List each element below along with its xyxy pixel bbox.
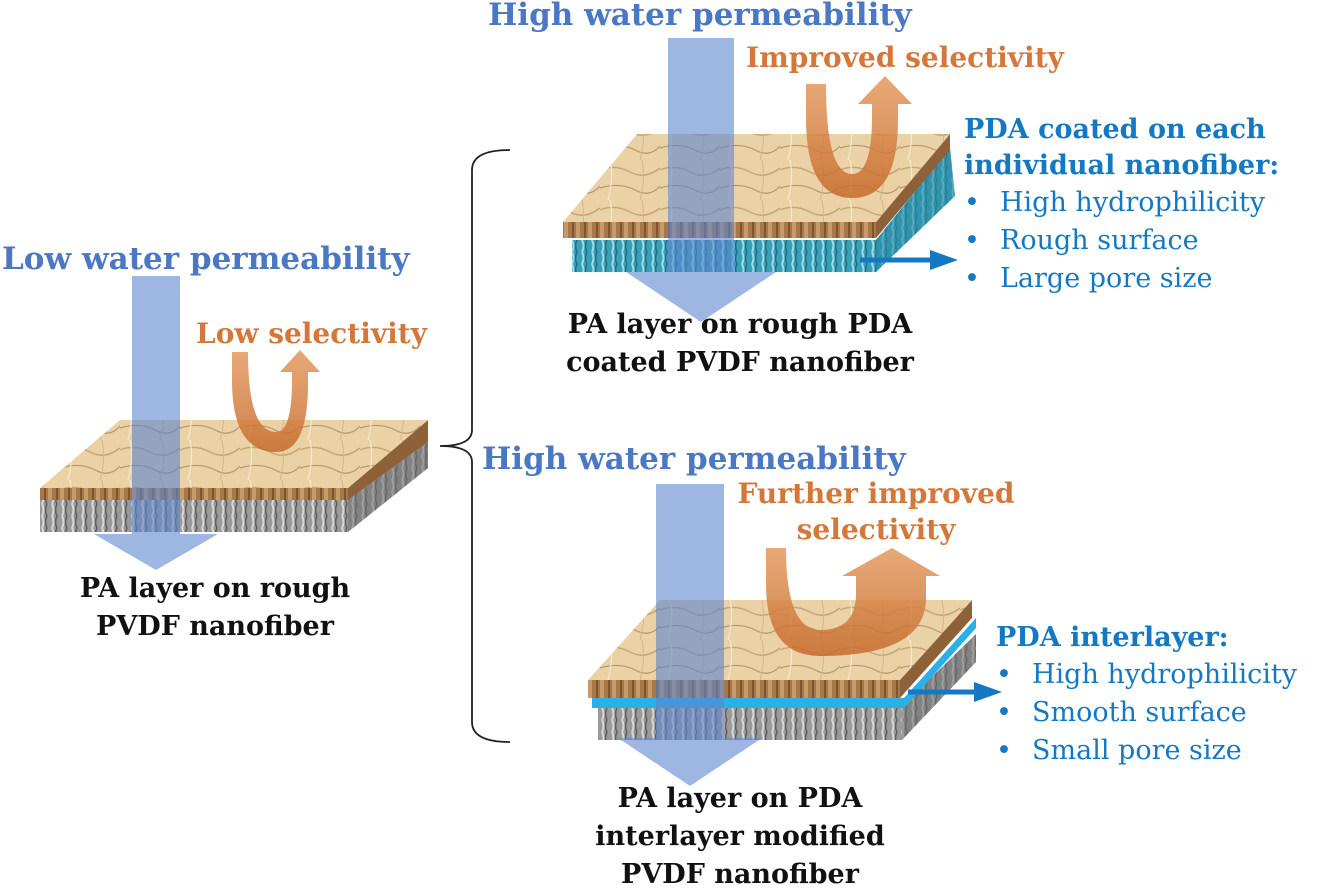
- caption-line: PA layer on rough: [79, 573, 351, 604]
- feature-item: • High hydrophilicity: [996, 656, 1297, 694]
- selectivity-line: Further improved: [737, 477, 1015, 510]
- top-right-features: PDA coated on each individual nanofiber:…: [964, 112, 1279, 298]
- pda-interlayer: [592, 618, 976, 708]
- grouping-brace: [439, 149, 511, 743]
- feature-text: Smooth surface: [1032, 697, 1247, 728]
- bottom-right-features: PDA interlayer: • High hydrophilicity • Sm…: [996, 620, 1297, 770]
- features-title: PDA interlayer:: [996, 622, 1229, 653]
- feature-text: Large pore size: [1000, 263, 1213, 294]
- left-caption: PA layer on rough PVDF nanofiber: [40, 570, 390, 646]
- left-permeability-label: Low water permeability: [2, 241, 410, 277]
- feature-item: • Rough surface: [964, 222, 1279, 260]
- bullet-icon: •: [964, 187, 980, 218]
- feature-item: • Small pore size: [996, 732, 1297, 770]
- left-membrane: [40, 420, 428, 532]
- left-selectivity-arrow: [232, 350, 320, 452]
- bullet-icon: •: [996, 735, 1012, 766]
- bottom-right-feature-pointer: [908, 682, 1002, 702]
- caption-line: PVDF nanofiber: [621, 859, 859, 890]
- bullet-icon: •: [964, 263, 980, 294]
- bullet-icon: •: [996, 697, 1012, 728]
- bottom-right-permeability-label: High water permeability: [482, 441, 906, 477]
- feature-text: High hydrophilicity: [1000, 187, 1265, 218]
- features-title-line: individual nanofiber:: [964, 150, 1280, 181]
- feature-item: • Large pore size: [964, 260, 1279, 298]
- feature-text: High hydrophilicity: [1032, 659, 1297, 690]
- feature-item: • Smooth surface: [996, 694, 1297, 732]
- bottom-right-selectivity-arrow: [766, 548, 940, 656]
- top-right-selectivity-arrow: [806, 76, 912, 198]
- selectivity-line: selectivity: [796, 513, 956, 546]
- feature-text: Small pore size: [1032, 735, 1242, 766]
- pda-coated-nanofiber-layer: [572, 148, 955, 272]
- bullet-icon: •: [964, 225, 980, 256]
- caption-line: PVDF nanofiber: [96, 611, 334, 642]
- top-right-selectivity-label: Improved selectivity: [746, 41, 1064, 74]
- caption-line: interlayer modified: [595, 821, 885, 852]
- top-right-permeability-label: High water permeability: [488, 0, 912, 33]
- left-water-arrow: [94, 276, 218, 570]
- left-selectivity-label: Low selectivity: [196, 317, 427, 350]
- bottom-right-caption: PA layer on PDA interlayer modified PVDF…: [540, 780, 940, 894]
- caption-line: PA layer on rough PDA: [567, 309, 913, 340]
- top-right-water-arrow: [626, 38, 776, 322]
- caption-line: PA layer on PDA: [617, 783, 863, 814]
- feature-item: • High hydrophilicity: [964, 184, 1279, 222]
- top-right-caption: PA layer on rough PDA coated PVDF nanofi…: [520, 306, 960, 382]
- features-title-line: PDA coated on each: [964, 114, 1266, 145]
- top-right-feature-pointer: [860, 250, 958, 270]
- bottom-right-water-arrow: [618, 484, 762, 786]
- bullet-icon: •: [996, 659, 1012, 690]
- bottom-right-selectivity-label: Further improved selectivity: [726, 476, 1026, 548]
- top-right-membrane: [563, 134, 955, 272]
- feature-text: Rough surface: [1000, 225, 1199, 256]
- caption-line: coated PVDF nanofiber: [566, 347, 914, 378]
